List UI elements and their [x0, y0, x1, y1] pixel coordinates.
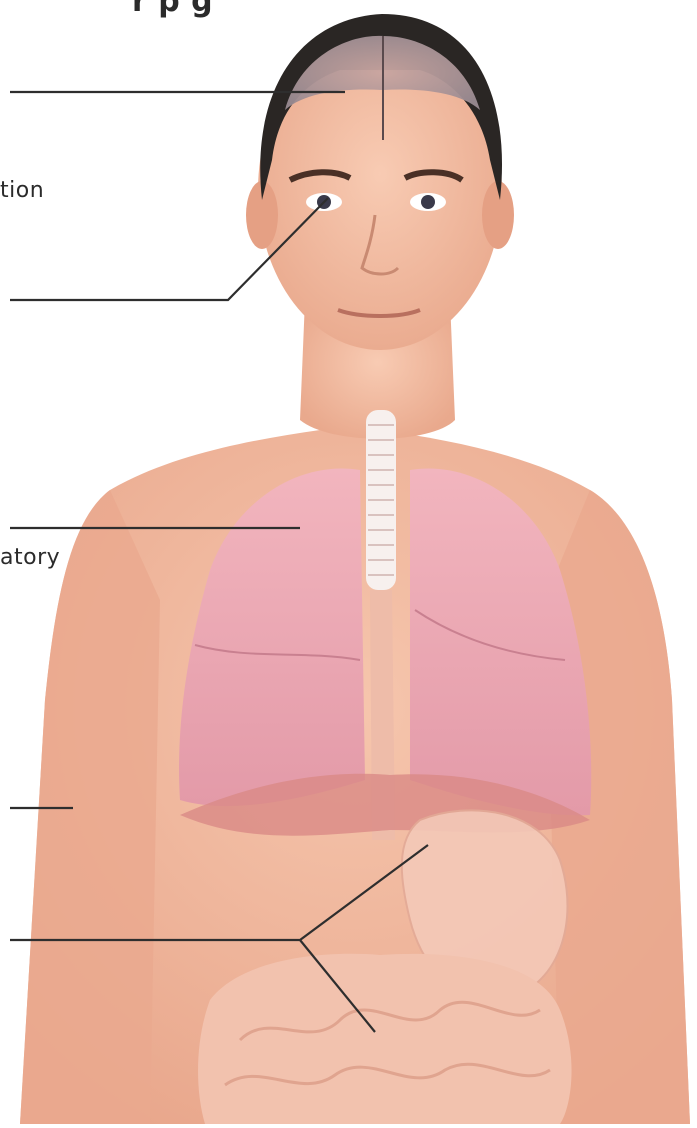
- label-respiratory-fragment: atory: [0, 545, 60, 570]
- right-iris: [421, 195, 435, 209]
- label-perception-fragment: tion: [0, 178, 44, 203]
- diagram-title-fragment: r p g: [132, 0, 213, 19]
- intestines: [198, 954, 572, 1124]
